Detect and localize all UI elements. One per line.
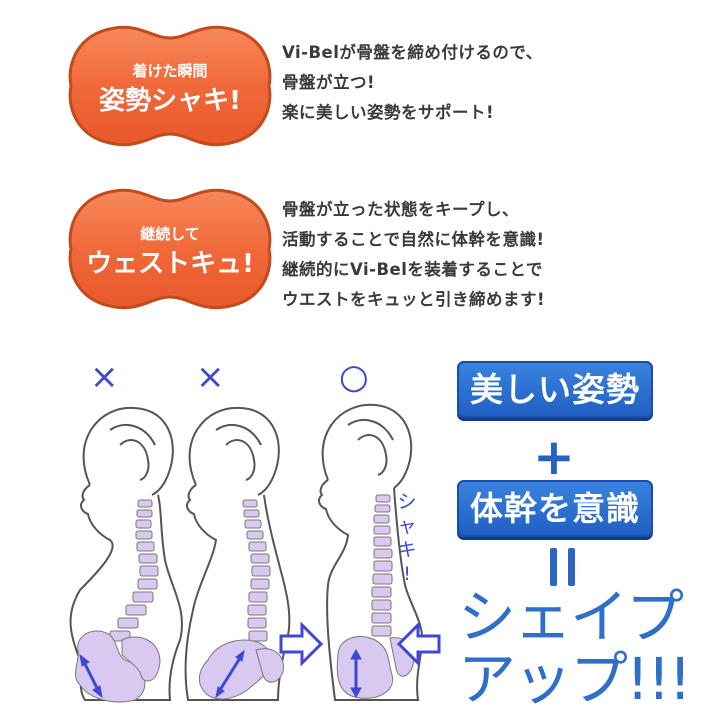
description-waist: 骨盤が立った状態をキープし、 活動することで自然に体幹を意識! 継続的にVi-B… [282, 195, 545, 315]
description-posture: Vi-Belが骨盤を締め付けるので、 骨盤が立つ! 楽に美しい姿勢をサポート! [282, 38, 543, 128]
arrow-left-icon [396, 622, 441, 666]
label-char: ャ [397, 515, 417, 537]
plus-sign: + [533, 428, 575, 486]
badge-title: 姿勢シャキ! [99, 86, 241, 116]
result-line-2: アップ!!! [458, 645, 692, 713]
equals-sign [546, 548, 582, 588]
label-char: シ [397, 491, 417, 513]
label-char: ! [403, 563, 411, 585]
badge-subtitle: 継続して [140, 225, 200, 243]
posture-figure-bad-2 [184, 406, 291, 701]
orange-blob-shape [68, 25, 272, 147]
description-line: Vi-Belが骨盤を締め付けるので、 [282, 43, 543, 62]
badge-waist: 継続して ウェストキュ! [65, 185, 275, 313]
bad-posture-mark-2: × [196, 357, 225, 397]
orange-blob-shape [68, 188, 272, 310]
description-line: 楽に美しい姿勢をサポート! [282, 103, 495, 122]
bad-posture-mark-1: × [90, 357, 119, 397]
description-line: 活動することで自然に体幹を意識! [282, 230, 545, 249]
posture-figure-good [318, 403, 424, 701]
label-char: キ [397, 539, 417, 561]
good-posture-label: シ ャ キ ! [394, 490, 420, 586]
description-line: 継続的にVi-Belを装着することで [282, 260, 543, 279]
arrow-right-icon [279, 622, 324, 666]
posture-figure-bad-1 [69, 406, 183, 703]
badge-title: ウェストキュ! [86, 249, 254, 279]
description-line: 骨盤が立つ! [282, 73, 376, 92]
badge-subtitle: 着けた瞬間 [132, 62, 208, 80]
term-beautiful-posture: 美しい姿勢 [457, 361, 653, 418]
description-line: 骨盤が立った状態をキープし、 [282, 200, 520, 219]
term-core-awareness: 体幹を意識 [457, 480, 653, 537]
result-line-1: シェイプ [458, 583, 684, 651]
description-line: ウエストをキュッと引き締めます! [282, 290, 546, 309]
good-posture-mark: ○ [339, 357, 369, 397]
badge-posture: 着けた瞬間 姿勢シャキ! [65, 22, 275, 150]
